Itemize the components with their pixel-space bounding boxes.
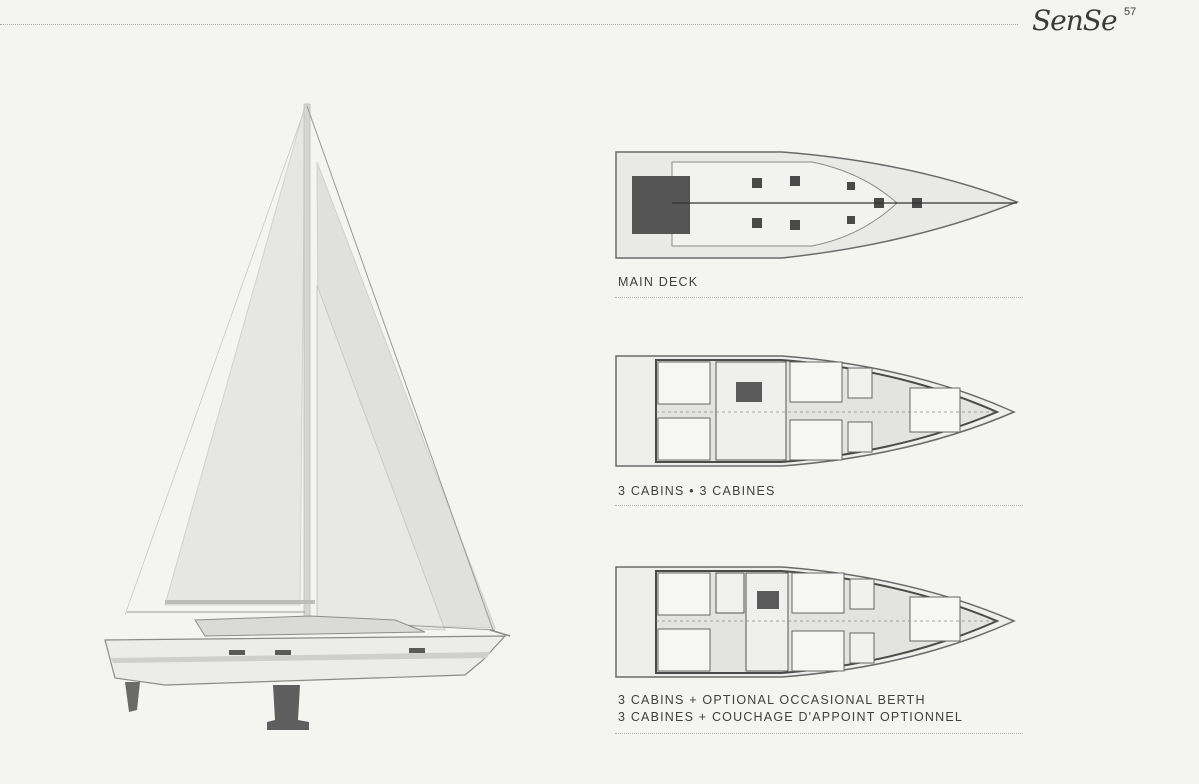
plan-dotted-rule xyxy=(615,505,1023,506)
hull xyxy=(104,635,507,686)
occasional-berth xyxy=(715,572,745,614)
cockpit xyxy=(632,176,690,234)
rudder xyxy=(125,682,140,712)
mid-cabin xyxy=(789,419,843,461)
hull-stripe xyxy=(111,652,490,663)
mid-cabin xyxy=(789,361,843,403)
head xyxy=(849,632,875,664)
mid-cabin xyxy=(791,630,845,672)
aft-cabin xyxy=(657,361,711,405)
plan-label-3-cabins: 3 CABINS • 3 CABINES xyxy=(618,483,776,500)
aft-cabin xyxy=(657,628,711,672)
head xyxy=(847,367,873,399)
main-deck-plan xyxy=(615,151,1020,259)
hull-window xyxy=(229,650,245,655)
plan-label-main-deck: MAIN DECK xyxy=(618,274,698,291)
deck-hatch xyxy=(752,218,762,228)
brand-logo: SenSe 57 xyxy=(1032,2,1142,42)
plan-label-line: 3 CABINES + COUCHAGE D'APPOINT OPTIONNEL xyxy=(618,710,964,724)
coachroof xyxy=(194,615,426,637)
hull-window xyxy=(409,648,425,653)
deck-hatch xyxy=(847,182,855,190)
boom xyxy=(165,600,315,604)
keel xyxy=(267,685,309,730)
deck-hatch xyxy=(790,176,800,186)
plan-dotted-rule xyxy=(615,297,1023,298)
deck-hatch xyxy=(752,178,762,188)
header-dotted-rule xyxy=(0,24,1018,25)
saloon xyxy=(745,572,789,672)
bowsprit xyxy=(489,629,511,637)
deck-hatch xyxy=(790,220,800,230)
head xyxy=(847,421,873,453)
head xyxy=(849,578,875,610)
forward-cabin xyxy=(909,596,961,642)
plan-dotted-rule xyxy=(615,733,1023,734)
hull-window xyxy=(275,650,291,655)
three-cabins-plan xyxy=(615,355,1016,467)
model-number: 57 xyxy=(1124,6,1137,18)
brand-logo-text: SenSe xyxy=(1032,4,1118,37)
aft-cabin xyxy=(657,417,711,461)
mid-cabin xyxy=(791,572,845,614)
three-cabins-optional-berth-plan xyxy=(615,566,1016,678)
plan-label-line: 3 CABINS + OPTIONAL OCCASIONAL BERTH xyxy=(618,693,926,707)
genoa-sail xyxy=(164,105,306,606)
saloon-table xyxy=(757,591,779,609)
plan-label-line: MAIN DECK xyxy=(618,275,699,289)
forward-cabin xyxy=(909,387,961,433)
plan-label-3-cabins-optional-berth: 3 CABINS + OPTIONAL OCCASIONAL BERTH 3 C… xyxy=(618,692,963,726)
yacht-side-profile xyxy=(104,103,511,730)
plan-label-line: 3 CABINS • 3 CABINES xyxy=(618,484,776,498)
backstay xyxy=(124,107,306,616)
aft-cabin xyxy=(657,572,711,616)
saloon-table xyxy=(736,382,762,402)
mast xyxy=(303,103,311,625)
deck-hatch xyxy=(847,216,855,224)
saloon xyxy=(715,361,787,461)
forestay xyxy=(306,105,494,631)
